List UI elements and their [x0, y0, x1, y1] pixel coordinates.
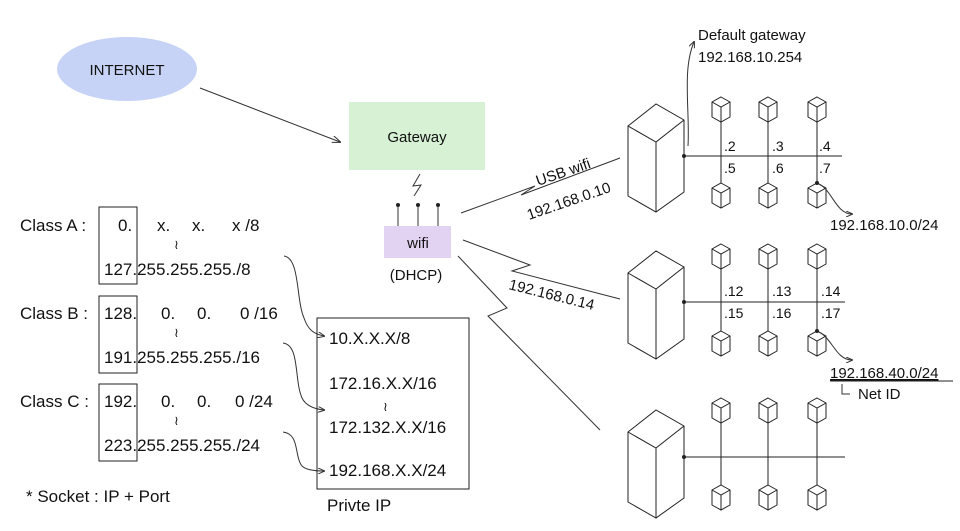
net-id-label: Net ID: [858, 386, 901, 403]
host-icon: [711, 243, 731, 270]
class-c-arrow: [282, 431, 324, 471]
class-start-octet: 0.: [118, 216, 132, 235]
host-icon: [758, 96, 778, 123]
gateway-node: Gateway: [349, 102, 485, 170]
gateway-label: Gateway: [387, 129, 447, 146]
host-icon: [711, 484, 731, 511]
host-icon: [758, 330, 778, 357]
private-ip-box: 10.X.X.X/8 172.16.X.X/16 ≀ 172.132.X.X/1…: [316, 317, 470, 515]
class-end-address: 223.255.255.255./24: [104, 436, 260, 455]
host-icon: [807, 484, 827, 511]
host-icon: [711, 330, 731, 357]
default-gateway-ip: 192.168.10.254: [698, 49, 802, 66]
host-ip-label: .15: [724, 305, 744, 321]
class-start-octet: 0.: [197, 392, 211, 411]
subnet-label: 192.168.10.0/24: [830, 217, 938, 234]
class-start-octet: 0.: [161, 304, 175, 323]
class-start-octet: 128.: [104, 304, 137, 323]
range-tilde: ≀: [383, 399, 388, 414]
internet-label: INTERNET: [90, 62, 165, 79]
class-start-octet: 0 /16: [240, 304, 278, 323]
host-icon: [758, 484, 778, 511]
private-ip-title: Privte IP: [327, 496, 391, 515]
host-ip-label: .12: [724, 283, 744, 299]
class-end-address: 127.255.255.255./8: [104, 260, 251, 279]
class-label: Class C :: [20, 392, 89, 411]
class-label: Class B :: [20, 304, 88, 323]
private-ip-range: 10.X.X.X/8: [329, 329, 410, 348]
private-ip-range: 172.132.X.X/16: [329, 418, 446, 437]
network-2: .12 .13 .14 .15 .16 .17 192.168.40.0/24 …: [627, 243, 953, 403]
ip-class-a: Class A : 0. x. x. x /8 ≀ 127.255.255.25…: [20, 206, 259, 285]
class-start-octet: x.: [192, 216, 205, 235]
host-icon: [807, 397, 827, 424]
dhcp-label: (DHCP): [390, 267, 443, 284]
host-ip-label: .2: [724, 138, 736, 154]
class-start-octet: 192.: [104, 392, 137, 411]
host-icon: [807, 243, 827, 270]
wifi-router-node: wifi (DHCP): [384, 203, 451, 284]
host-ip-label: .14: [821, 283, 841, 299]
internet-to-gateway-arrow: [199, 87, 340, 142]
network-3: [627, 397, 845, 519]
ip-class-c: Class C : 192. 0. 0. 0 /24 ≀ 223.255.255…: [20, 383, 273, 462]
host-ip-label: .7: [819, 160, 831, 176]
usb-wifi-label: USB wifi: [534, 155, 593, 190]
default-gateway-arrow: [686, 42, 694, 147]
default-gateway-label: Default gateway: [698, 27, 806, 44]
host-icon: [711, 96, 731, 123]
class-start-octet: 0 /24: [235, 392, 273, 411]
host-ip-label: .6: [772, 160, 784, 176]
host-icon: [758, 243, 778, 270]
network-1: .2 .3 .4 .5 .6 .7 192.168.10.0/24: [627, 96, 938, 234]
private-ip-range: 192.168.X.X/24: [329, 461, 446, 480]
subnet-arrow: [818, 331, 852, 360]
class-start-octet: 0.: [197, 304, 211, 323]
switch-icon: [627, 250, 685, 360]
internet-node: INTERNET: [57, 37, 197, 101]
subnet-arrow: [818, 183, 852, 214]
switch-icon: [627, 409, 685, 519]
host-icon: [807, 96, 827, 123]
class-label: Class A :: [20, 216, 86, 235]
host-ip-label: .16: [772, 305, 792, 321]
host-icon: [758, 397, 778, 424]
socket-note: * Socket : IP + Port: [26, 487, 170, 506]
host-icon: [758, 182, 778, 209]
subnet-label: 192.168.40.0/24: [830, 365, 938, 382]
range-tilde: ≀: [174, 237, 179, 252]
wifi-ip-label: 192.168.0.14: [507, 276, 596, 314]
class-b-arrow: [282, 342, 324, 410]
wireless-bolt-icon: [412, 173, 422, 197]
switch-icon: [627, 103, 685, 213]
class-end-address: 191.255.255.255./16: [104, 348, 260, 367]
class-start-octet: x.: [157, 216, 170, 235]
private-ip-range: 172.16.X.X/16: [329, 374, 437, 393]
host-ip-label: .17: [821, 305, 841, 321]
range-tilde: ≀: [174, 325, 179, 340]
class-start-octet: 0.: [161, 392, 175, 411]
host-ip-label: .5: [724, 160, 736, 176]
host-icon: [711, 397, 731, 424]
class-start-octet: x /8: [232, 216, 259, 235]
usb-wifi-link: [460, 157, 621, 214]
host-ip-label: .4: [819, 138, 831, 154]
host-ip-label: .3: [772, 138, 784, 154]
class-a-arrow: [283, 255, 324, 336]
range-tilde: ≀: [174, 413, 179, 428]
ip-class-b: Class B : 128. 0. 0. 0 /16 ≀ 191.255.255…: [20, 295, 278, 374]
wifi-link-net3: [457, 255, 601, 431]
wifi-label: wifi: [406, 235, 429, 252]
host-icon: [711, 182, 731, 209]
wifi-link-net2: [462, 239, 621, 300]
host-ip-label: .13: [772, 283, 792, 299]
